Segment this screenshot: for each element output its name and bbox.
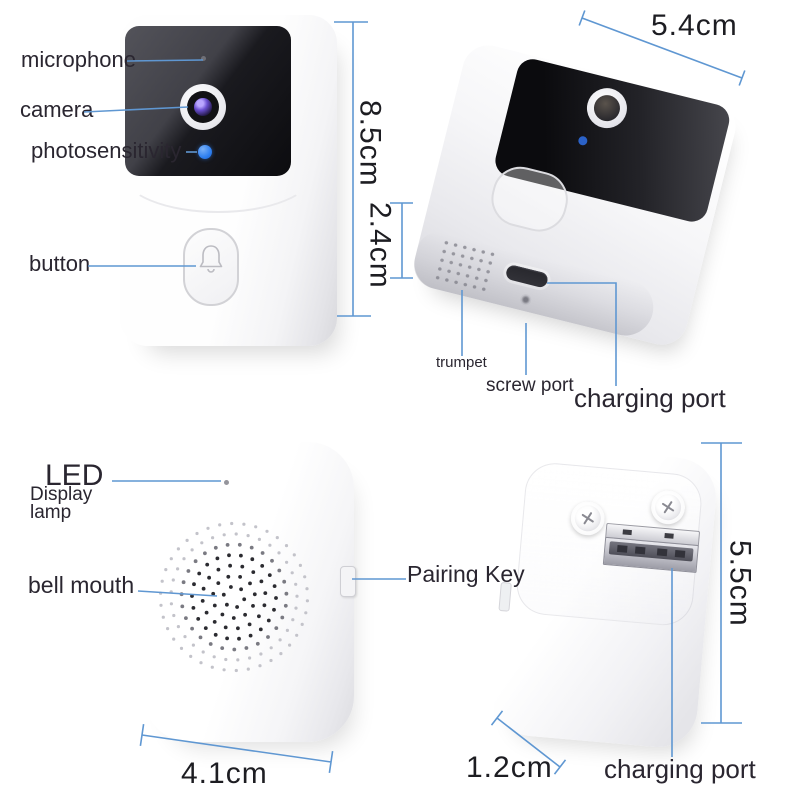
chime-front-view [144,442,356,742]
label-charging-port: charging port [574,383,726,413]
body-seam [122,133,314,213]
label-trumpet: trumpet [436,354,487,371]
doorbell-button [183,228,239,306]
label-bell-mouth: bell mouth [28,572,135,598]
label-charging-port-back: charging port [604,754,756,784]
label-camera: camera [20,97,94,122]
doorbell-bottom-view [408,39,742,351]
label-button: button [29,251,91,276]
led-display-lamp-hole [224,480,229,485]
dim-1-2cm: 1.2cm [466,751,553,784]
dim-2-4cm: 2.4cm [363,202,397,289]
dim-4-1cm: 4.1cm [181,757,268,790]
speaker-grille [432,237,500,295]
screw-port-hole [519,293,533,307]
dim-8-5cm: 8.5cm [353,100,387,187]
label-photosensitivity: photosensitivity [31,138,182,163]
screw [649,488,687,526]
camera-lens-pupil [194,98,212,116]
usb-shell-hole [664,533,674,539]
usb-plug-slot [608,541,694,562]
label-screw-port: screw port [486,375,574,396]
microphone-hole [201,56,206,61]
label-pairing-key: Pairing Key [407,561,525,587]
camera-lens-inner [187,91,219,123]
usb-shell-hole [622,529,632,536]
camera-lens-angled-inner [591,92,623,124]
label-led-lamp: lamp [30,502,72,523]
pairing-key-button [340,566,356,597]
dim-5-4cm: 5.4cm [651,9,738,42]
label-microphone: microphone [21,47,136,72]
dim-5-5cm: 5.5cm [723,540,757,627]
charging-port-slot [504,263,550,289]
bell-icon [199,245,223,273]
label-led: LED [45,459,104,492]
screw [569,499,607,537]
label-led-display: Display [30,484,93,505]
bell-mouth-speaker-holes [159,521,309,673]
camera-lens [180,84,226,130]
chime-back-view [489,443,720,751]
usb-charging-plug [602,522,701,573]
doorbell-front-view [120,15,337,346]
